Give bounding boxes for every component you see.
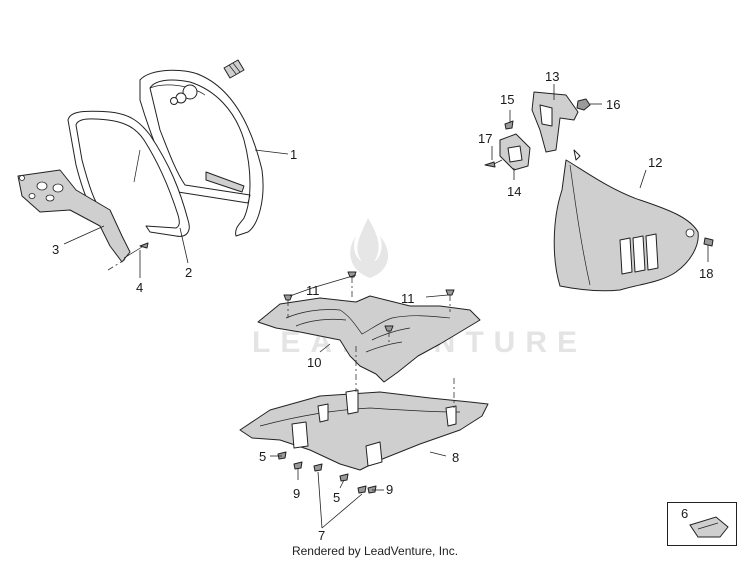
part-1-frame[interactable]	[139, 59, 264, 237]
callout-3[interactable]: 3	[52, 242, 59, 257]
part-15-screw[interactable]	[504, 120, 514, 130]
callout-12[interactable]: 12	[648, 155, 662, 170]
part-10-footboard-mat[interactable]	[257, 295, 481, 383]
part-12-cover[interactable]	[553, 149, 699, 292]
footer-credit: Rendered by LeadVenture, Inc.	[291, 544, 459, 558]
callout-labels: 1 2 3 4 5 5 6 7 8 9 9 10 11 11 12 13 14 …	[52, 69, 713, 543]
callout-17[interactable]: 17	[478, 131, 492, 146]
callout-8[interactable]: 8	[452, 450, 459, 465]
part-2-frame[interactable]	[67, 110, 190, 237]
part-5-screws[interactable]	[277, 451, 349, 482]
callout-11a[interactable]: 11	[306, 283, 320, 298]
callout-10[interactable]: 10	[307, 355, 321, 370]
part-3-bracket[interactable]	[17, 169, 131, 263]
part-18-screw[interactable]	[703, 237, 714, 247]
callout-13[interactable]: 13	[545, 69, 559, 84]
part-8-floor-panel[interactable]	[239, 346, 489, 471]
callout-11b[interactable]: 11	[401, 291, 415, 306]
part-4-screw[interactable]	[107, 242, 149, 271]
callout-6[interactable]: 6	[681, 506, 688, 521]
part-13-bracket[interactable]	[531, 91, 579, 153]
callout-18[interactable]: 18	[699, 266, 713, 281]
callout-7[interactable]: 7	[318, 528, 325, 543]
callout-14[interactable]: 14	[507, 184, 521, 199]
callout-2[interactable]: 2	[185, 265, 192, 280]
part-17-screw[interactable]	[484, 159, 503, 168]
part-16-nut[interactable]	[576, 98, 591, 111]
part-9-screws[interactable]	[293, 461, 377, 494]
callout-4[interactable]: 4	[136, 280, 143, 295]
part-6-inset[interactable]	[667, 502, 737, 546]
part-11-screws[interactable]	[283, 271, 455, 344]
leader-lines	[63, 84, 709, 529]
part-7-screws[interactable]	[313, 463, 367, 494]
callout-5a[interactable]: 5	[259, 449, 266, 464]
callout-1[interactable]: 1	[290, 147, 297, 162]
callout-9b[interactable]: 9	[386, 482, 393, 497]
callout-9a[interactable]: 9	[293, 486, 300, 501]
callout-5b[interactable]: 5	[333, 490, 340, 505]
callout-15[interactable]: 15	[500, 92, 514, 107]
part-6-clip-drawing	[689, 516, 729, 538]
callout-16[interactable]: 16	[606, 97, 620, 112]
part-14-clip[interactable]	[499, 133, 531, 171]
